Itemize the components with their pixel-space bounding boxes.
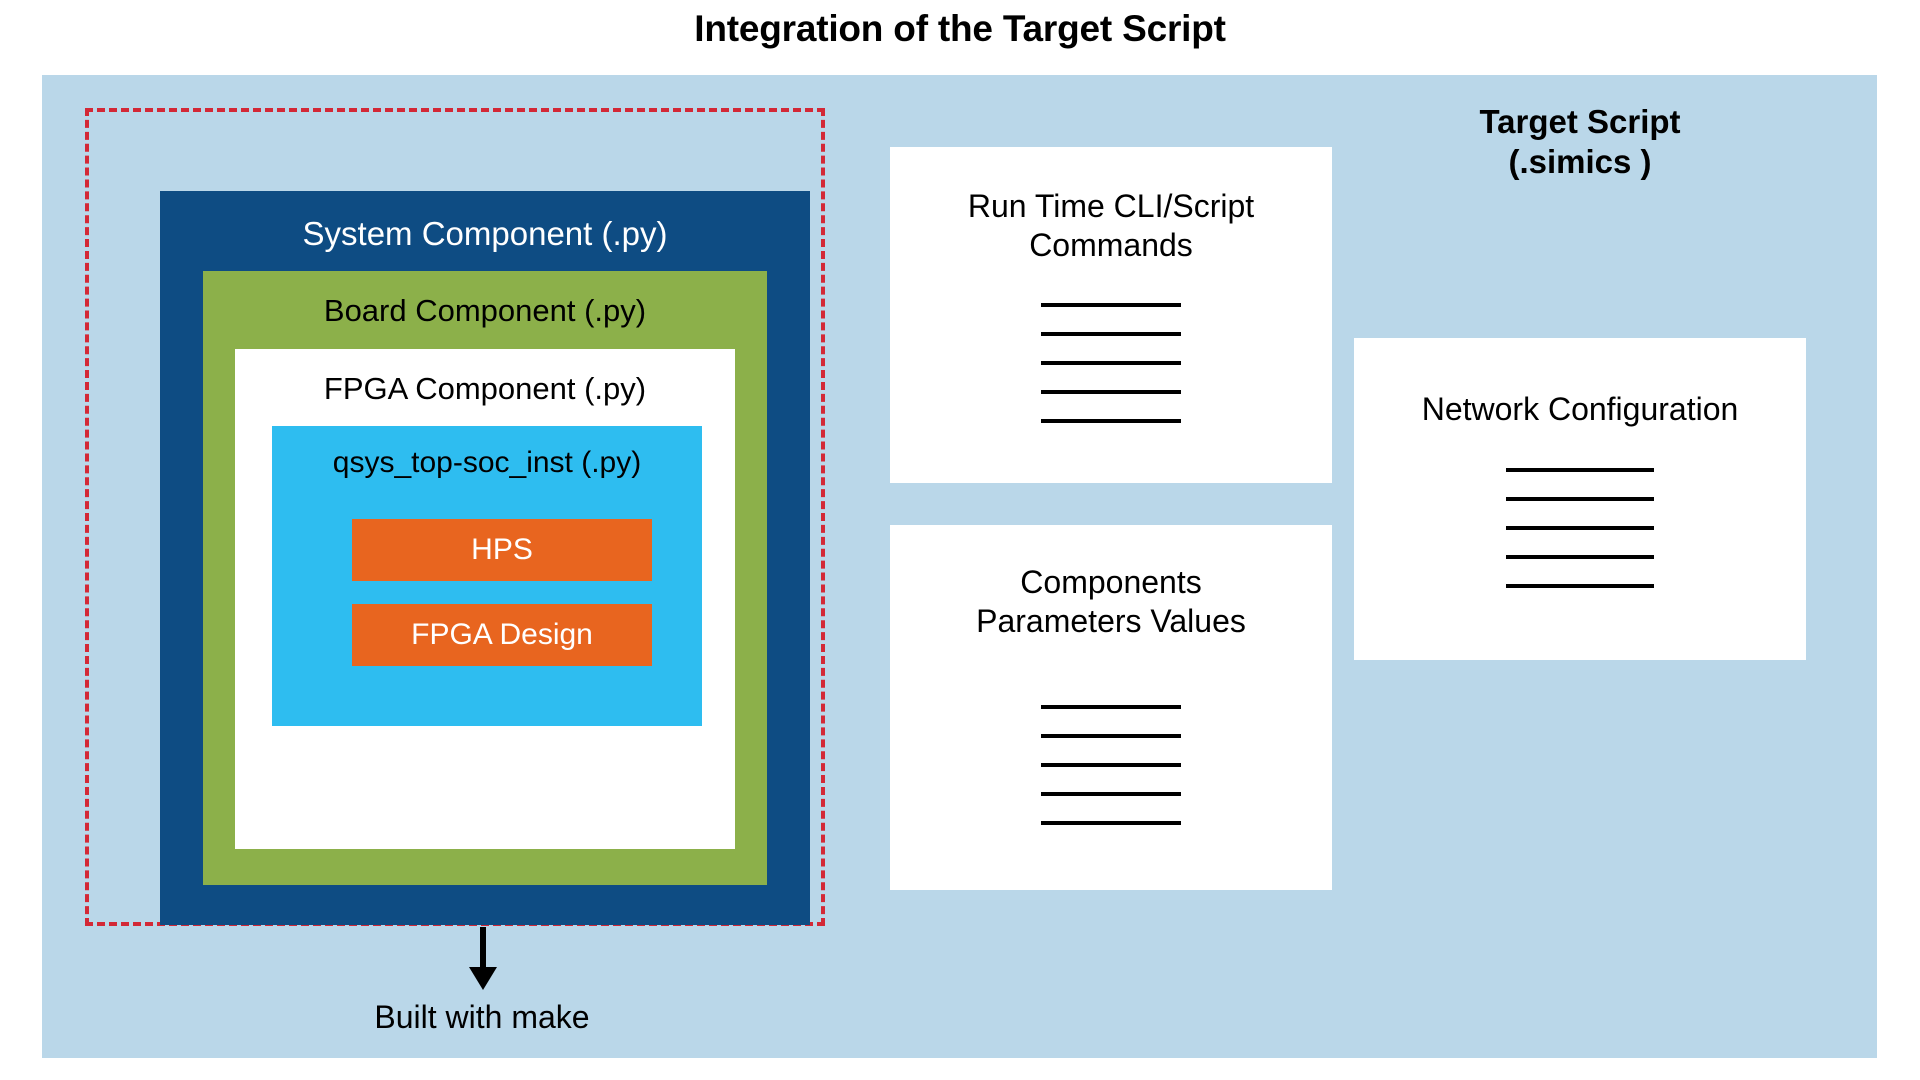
system-component-label: System Component (.py) <box>302 215 668 252</box>
components-params-title-line-1: Components <box>1020 564 1202 600</box>
placeholder-line <box>1041 734 1181 738</box>
components-parameters-values-card: Components Parameters Values <box>890 525 1332 890</box>
placeholder-line <box>1506 497 1654 501</box>
card-title: Run Time CLI/Script Commands <box>890 187 1332 266</box>
diagram-canvas: System Component (.py) Board Component (… <box>42 75 1877 1058</box>
placeholder-line <box>1041 821 1181 825</box>
placeholder-line <box>1506 468 1654 472</box>
target-script-heading-line-2: (.simics ) <box>1508 143 1652 181</box>
components-params-title-line-2: Parameters Values <box>976 603 1246 640</box>
card-placeholder-lines <box>890 705 1332 850</box>
placeholder-line <box>1041 792 1181 796</box>
qsys-top-soc-inst-label: qsys_top-soc_inst (.py) <box>332 446 642 479</box>
target-script-heading-line-1: Target Script <box>1479 103 1681 140</box>
hps-box: HPS <box>352 519 652 581</box>
built-with-make-region: System Component (.py) Board Component (… <box>85 108 825 926</box>
card-placeholder-lines <box>890 303 1332 448</box>
placeholder-line <box>1506 526 1654 530</box>
built-with-make-caption: Built with make <box>374 999 590 1035</box>
placeholder-line <box>1041 332 1181 336</box>
placeholder-line <box>1041 390 1181 394</box>
board-component-box: Board Component (.py) FPGA Component (.p… <box>203 271 767 885</box>
page-title: Integration of the Target Script <box>694 8 1226 49</box>
placeholder-line <box>1041 705 1181 709</box>
board-component-label: Board Component (.py) <box>323 293 647 328</box>
placeholder-line <box>1041 419 1181 423</box>
hps-label: HPS <box>471 533 533 566</box>
placeholder-line <box>1506 584 1654 588</box>
card-placeholder-lines <box>1354 468 1806 613</box>
run-time-cli-title-line-2: Commands <box>1029 227 1193 264</box>
placeholder-line <box>1506 555 1654 559</box>
system-component-box: System Component (.py) Board Component (… <box>160 191 810 925</box>
fpga-component-box: FPGA Component (.py) qsys_top-soc_inst (… <box>235 349 735 849</box>
target-script-heading: Target Script (.simics ) <box>1394 102 1766 183</box>
run-time-cli-title-line-1: Run Time CLI/Script <box>967 188 1255 224</box>
fpga-design-label: FPGA Design <box>411 618 593 651</box>
qsys-top-soc-inst-box: qsys_top-soc_inst (.py) HPS FPGA Design <box>272 426 702 726</box>
placeholder-line <box>1041 303 1181 307</box>
network-configuration-card: Network Configuration <box>1354 338 1806 660</box>
network-config-title-line-1: Network Configuration <box>1421 391 1739 427</box>
fpga-component-label: FPGA Component (.py) <box>323 371 647 406</box>
placeholder-line <box>1041 361 1181 365</box>
card-title: Components Parameters Values <box>890 563 1332 642</box>
down-arrow-icon <box>469 927 497 990</box>
card-title: Network Configuration <box>1354 390 1806 429</box>
fpga-design-box: FPGA Design <box>352 604 652 666</box>
placeholder-line <box>1041 763 1181 767</box>
run-time-cli-script-commands-card: Run Time CLI/Script Commands <box>890 147 1332 483</box>
